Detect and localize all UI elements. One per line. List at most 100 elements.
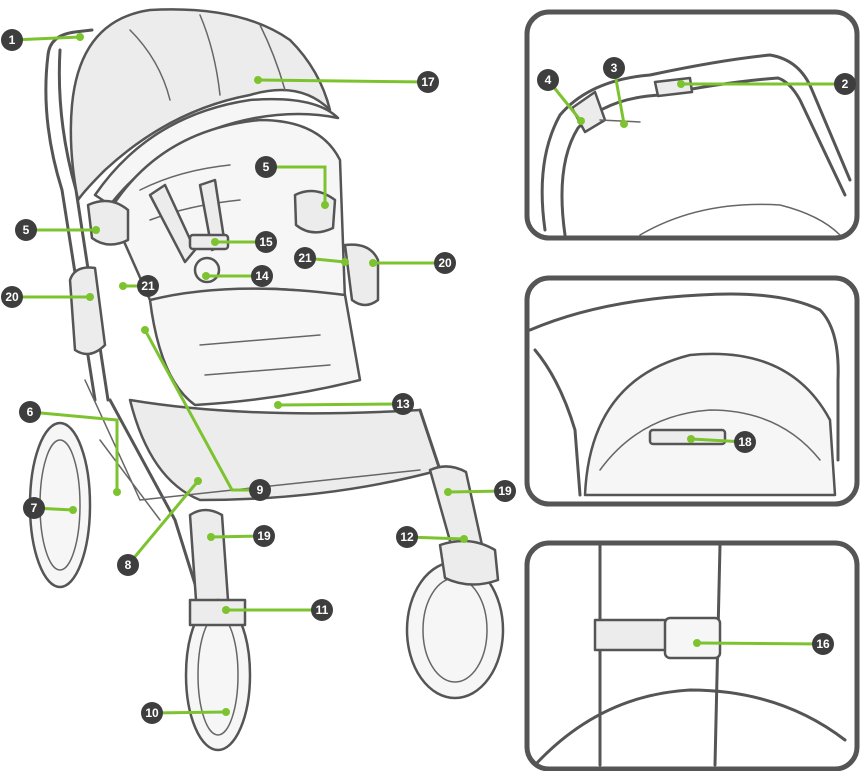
callout-9: 9 [141, 326, 271, 501]
callout-target-dot [369, 259, 377, 267]
callout-leader-line [126, 479, 200, 567]
callout-number-label: 5 [23, 223, 30, 237]
callout-number-label: 21 [298, 251, 312, 265]
callout-10: 10 [141, 702, 230, 724]
seat-cushion-lines [199, 334, 331, 376]
callout-number-badge [311, 599, 333, 621]
inset-1-fold-button [653, 76, 694, 98]
callout-5: 5 [255, 156, 329, 209]
callout-target-dot [202, 272, 210, 280]
canopy-folds [129, 14, 286, 101]
callout-target-dot [222, 708, 230, 716]
callout-target-dot [92, 226, 100, 234]
callout-number-label: 15 [259, 235, 273, 249]
inset-2-peekaboo-window [648, 428, 727, 446]
inset-1-handlebar [540, 53, 852, 232]
callout-leader-line [10, 35, 82, 42]
front-left-wheel-hub [188, 598, 247, 627]
callout-target-dot [76, 33, 84, 41]
seat-cushion [148, 287, 362, 407]
callout-number-badge [396, 526, 418, 548]
callout-14: 14 [202, 265, 273, 287]
inset-3-wheel-arc [533, 688, 847, 767]
inset-2-handlebar [528, 292, 840, 462]
front-right-wheel-hub [438, 539, 500, 586]
callout-target-dot [211, 238, 219, 246]
callout-number-label: 14 [255, 269, 269, 283]
callout-17: 17 [254, 71, 439, 93]
front-left-fork [188, 508, 230, 607]
callout-number-label: 19 [257, 529, 271, 543]
callout-target-dot [577, 117, 585, 125]
callout-19: 19 [207, 525, 275, 547]
callout-number-badge [1, 286, 23, 308]
callout-1: 1 [1, 29, 84, 51]
callout-number-label: 6 [27, 405, 34, 419]
callout-20: 20 [1, 286, 94, 308]
callout-number-label: 21 [141, 279, 155, 293]
callout-target-dot [321, 201, 329, 209]
callout-number-badge [137, 275, 159, 297]
callout-3: 3 [603, 57, 628, 128]
callout-21: 21 [294, 247, 349, 269]
callout-number-badge [417, 71, 439, 93]
inset-handlebar [524, 9, 860, 241]
inset-2-canopy-window [599, 409, 821, 471]
front-left-leg [108, 398, 202, 602]
callout-number-badge [15, 219, 37, 241]
callout-number-badge [294, 247, 316, 269]
callout-13: 13 [274, 393, 414, 415]
callout-number-label: 20 [438, 256, 452, 270]
inset-3-brake-pedal [663, 616, 722, 660]
callout-2: 2 [677, 73, 856, 95]
inset-brake [524, 540, 860, 771]
callout-8: 8 [117, 477, 202, 576]
callout-21: 21 [119, 275, 159, 297]
callout-leader-line [264, 165, 327, 207]
seat-fabric-lines [139, 164, 241, 221]
callout-number-label: 2 [842, 77, 849, 91]
callout-number-badge [249, 479, 271, 501]
callout-15: 15 [211, 231, 277, 253]
callout-number-label: 20 [5, 290, 19, 304]
callout-number-label: 10 [145, 706, 159, 720]
callout-16: 16 [693, 633, 834, 655]
callout-number-label: 18 [738, 435, 752, 449]
callout-number-badge [253, 525, 275, 547]
callout-number-badge [812, 633, 834, 655]
handlebar [46, 28, 94, 57]
callout-number-badge [117, 554, 139, 576]
callout-target-dot [620, 120, 628, 128]
callout-target-dot [677, 80, 685, 88]
callout-7: 7 [23, 497, 77, 519]
inset-1-release-lever [599, 119, 641, 123]
callout-18: 18 [687, 431, 756, 453]
callout-19: 19 [444, 480, 516, 502]
callout-target-dot [687, 435, 695, 443]
callout-target-dot [194, 477, 202, 485]
callout-target-dot [444, 488, 452, 496]
callout-leader-line [150, 710, 228, 715]
callout-target-dot [254, 76, 262, 84]
inset-2-frame-tube [533, 348, 582, 497]
stroller-illustration [28, 8, 505, 752]
callout-20: 20 [369, 252, 456, 274]
callout-leader-line [695, 641, 825, 646]
callout-number-label: 12 [400, 530, 414, 544]
callout-target-dot [693, 639, 701, 647]
callout-number-badge [834, 73, 856, 95]
callout-target-dot [274, 401, 282, 409]
canopy [69, 8, 332, 202]
callout-12: 12 [396, 526, 468, 548]
arm-rest-right [343, 243, 380, 307]
callout-number-badge [392, 393, 414, 415]
arm-rest-left [68, 266, 107, 356]
callout-target-dot [207, 533, 215, 541]
callout-leader-line [28, 410, 119, 494]
callout-number-badge [23, 497, 45, 519]
inset-1-frame [524, 9, 860, 241]
callout-leader-line [276, 402, 405, 407]
callout-number-badge [251, 265, 273, 287]
